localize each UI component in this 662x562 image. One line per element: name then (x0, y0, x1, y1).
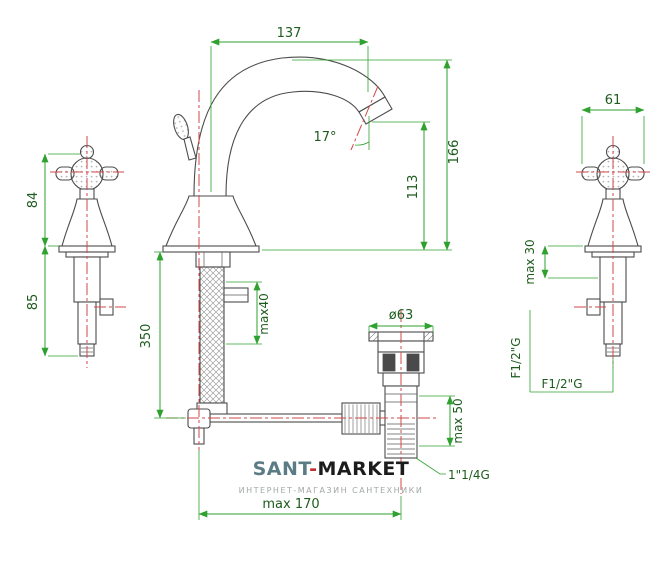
watermark: SANT-MARKET ИНТЕРНЕТ-МАГАЗИН САНТЕХНИКИ (239, 458, 424, 495)
dim-tube-length: 350 (139, 251, 186, 419)
dim-outlet-height: 113 (372, 121, 430, 251)
dim-under-body-height: 85 (26, 245, 78, 357)
dimension-annotations: 137 17° 166 113 84 85 (26, 26, 645, 520)
dim-handle-width-label: 61 (605, 93, 622, 108)
spout-base-bell (165, 195, 257, 247)
dim-waste-deck-max-label: max 50 (451, 398, 465, 443)
dim-waste-thread-label: 1"1/4G (448, 468, 490, 482)
popup-lift-rod (183, 136, 197, 161)
dim-waste-deck-max: max 50 (419, 395, 465, 447)
dim-inlet-thread-bottom-label: F1/2"G (541, 377, 582, 391)
dim-centers-max: max 170 (198, 450, 402, 520)
dim-inlet-thread-side: F1/2"G (509, 310, 531, 392)
watermark-brand-left: SANT (253, 458, 312, 480)
spout-base-rim (162, 245, 260, 253)
dim-overall-height-label: 166 (447, 140, 462, 165)
shank-section (195, 251, 249, 416)
watermark-brand-hyphen: - (309, 458, 317, 480)
dim-overall-height: 166 (262, 59, 462, 251)
watermark-brand: SANT-MARKET (253, 458, 410, 480)
spout-view (162, 56, 393, 253)
gooseneck-spout (193, 56, 386, 197)
centerlines (50, 85, 650, 494)
aerator-axis (350, 85, 379, 151)
dim-waste-flange-dia: ø63 (368, 308, 434, 332)
dim-waste-thread: 1"1/4G (415, 457, 490, 482)
dim-tube-length-label: 350 (139, 324, 154, 349)
threaded-shank (199, 266, 225, 404)
dim-handle-height-label: 84 (26, 192, 41, 209)
dim-inlet-thread-bottom: F1/2"G (530, 358, 614, 393)
watermark-subtitle: ИНТЕРНЕТ-МАГАЗИН САНТЕХНИКИ (239, 486, 424, 495)
dim-spout-reach-label: 137 (277, 26, 302, 41)
dim-deck-thickness: max40 (226, 281, 271, 345)
dim-deck-thickness-label: max40 (257, 293, 271, 334)
dim-under-body-height-label: 85 (26, 294, 41, 311)
watermark-brand-right: MARKET (317, 458, 409, 480)
dim-centers-max-label: max 170 (262, 497, 319, 512)
dim-side-deck-max: max 30 (523, 239, 598, 285)
aerator (358, 96, 393, 125)
dim-spray-angle: 17° (313, 116, 370, 150)
dim-handle-height: 84 (26, 153, 80, 247)
dim-outlet-height-label: 113 (406, 175, 421, 200)
dim-waste-flange-dia-label: ø63 (389, 308, 414, 323)
dim-side-deck-max-label: max 30 (523, 239, 537, 284)
dim-handle-width: 61 (581, 93, 645, 164)
dim-spout-reach: 137 (210, 26, 369, 192)
dim-spray-angle-label: 17° (313, 130, 336, 145)
dim-inlet-thread-side-label: F1/2"G (509, 337, 523, 378)
